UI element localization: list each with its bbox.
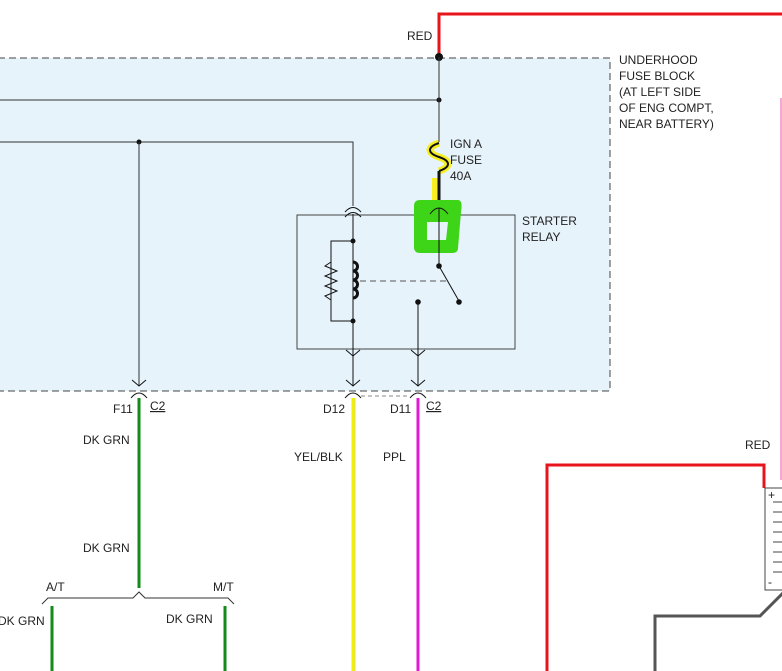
wire-label-yel-blk: YEL/BLK: [294, 450, 343, 464]
connector-label-d11: D11: [390, 402, 411, 416]
branch-bar: [41, 591, 235, 605]
fuse-block-title-line-2: FUSE BLOCK: [619, 69, 695, 83]
connector-d11-male: [410, 379, 426, 387]
connector-label-d12: D12: [323, 402, 345, 416]
connector-label-c2-left: C2: [150, 399, 166, 413]
coil-bracket: [330, 240, 353, 322]
fuse-block-title-line-5: NEAR BATTERY): [619, 117, 714, 131]
fuse-yellow-block: [432, 178, 440, 200]
wire-label-red-top: RED: [407, 29, 433, 43]
wire-label-dk-grn-right: DK GRN: [166, 612, 213, 626]
fuse-symbol: [429, 142, 449, 172]
battery-cells: [773, 501, 782, 573]
relay-terminal-switch-bottom: [410, 349, 426, 357]
relay-label-line-2: RELAY: [522, 230, 560, 244]
bus-line-lower: [0, 141, 354, 206]
wire-label-dk-grn-left: DK GRN: [0, 614, 45, 628]
wire-label-dk-grn-1: DK GRN: [83, 433, 130, 447]
resistor-symbol: [323, 261, 339, 301]
relay-terminal-coil-top2: [344, 212, 362, 218]
fuse-label-line-1: IGN A: [450, 137, 482, 151]
wire-label-red-right: RED: [745, 438, 771, 452]
fuse-block-title-line-4: OF ENG COMPT,: [619, 101, 714, 115]
connector-d11-female: [409, 392, 427, 399]
fuse-block-title-line-1: UNDERHOOD: [619, 53, 698, 67]
red-wire-right: [545, 463, 766, 671]
battery-symbol: [764, 487, 782, 591]
coil-symbol: [352, 260, 359, 300]
battery-plus-sign: +: [768, 488, 775, 502]
connector-label-c2-right: C2: [426, 399, 442, 413]
starter-relay-box: [296, 214, 516, 350]
switch-arm: [438, 265, 460, 302]
wire-label-ppl: PPL: [383, 450, 406, 464]
branch-label-mt: M/T: [213, 580, 234, 594]
branch-label-at: A/T: [46, 580, 65, 594]
relay-label-line-1: STARTER: [522, 214, 577, 228]
fuse-block-title-line-3: (AT LEFT SIDE: [619, 85, 701, 99]
coil-dot-bottom: [350, 318, 356, 324]
fuse-label-line-3: 40A: [450, 169, 471, 183]
relay-connector-highlight-inner: [427, 222, 448, 240]
red-feed-wire: [437, 12, 782, 60]
fuse-label-line-2: FUSE: [450, 153, 482, 167]
connector-d12-male: [345, 379, 361, 387]
connector-d12-female: [344, 392, 362, 399]
relay-terminal-coil-top: [344, 207, 362, 213]
ground-wire-right: [653, 591, 782, 671]
battery-minus-sign: -: [768, 575, 772, 589]
wire-label-dk-grn-2: DK GRN: [83, 541, 130, 555]
coil-dot-top: [350, 238, 356, 244]
connector-f11-male: [131, 379, 147, 387]
switch-contact-tip: [456, 299, 462, 305]
connector-label-f11: F11: [113, 402, 133, 416]
connector-f11-female: [130, 392, 148, 399]
